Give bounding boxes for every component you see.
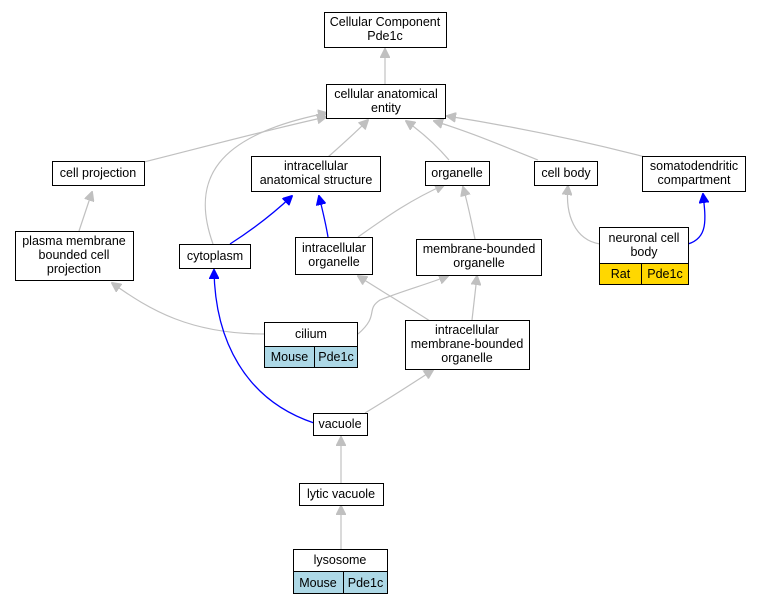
node-label-line: Cellular Component xyxy=(330,15,441,29)
edge-ncb-partof-somato xyxy=(687,194,705,245)
edge-cellproj-to-cae xyxy=(139,117,326,164)
node-vacuole[interactable]: vacuole xyxy=(313,413,368,436)
edge-organelle-to-cae xyxy=(406,121,450,161)
node-label-line: cytoplasm xyxy=(187,249,243,263)
edge-vacuole-partof-cytoplasm xyxy=(214,270,315,424)
node-intracellular-organelle[interactable]: intracellular organelle xyxy=(295,237,373,275)
node-lysosome[interactable]: lysosome Mouse Pde1c xyxy=(293,549,388,594)
node-cilium[interactable]: cilium Mouse Pde1c xyxy=(264,322,358,368)
gene-label: Pde1c xyxy=(647,267,682,281)
node-label-line: organelle xyxy=(431,166,482,180)
node-label-line: cellular anatomical xyxy=(334,87,438,101)
node-label-line: anatomical structure xyxy=(260,173,373,187)
edge-somato-to-cae xyxy=(447,116,646,158)
node-somatodendritic-compartment[interactable]: somatodendritic compartment xyxy=(642,156,746,192)
node-label-line: compartment xyxy=(658,173,731,187)
node-intracellular-membrane-bounded-organelle[interactable]: intracellular membrane-bounded organelle xyxy=(405,320,530,370)
species-label: Rat xyxy=(611,267,631,281)
edge-cilium-to-pmbcp xyxy=(112,283,266,335)
gene-label: Pde1c xyxy=(318,350,353,364)
node-lytic-vacuole[interactable]: lytic vacuole xyxy=(299,483,384,506)
node-label-line: intracellular xyxy=(435,323,499,337)
node-label-line: plasma membrane xyxy=(22,234,126,248)
edge-intraorg-to-organelle xyxy=(357,185,444,238)
node-label-line: organelle xyxy=(308,255,359,269)
edge-intraorg-partof-ias xyxy=(319,196,329,238)
edge-mbo-to-organelle xyxy=(463,187,476,240)
species-label: Mouse xyxy=(299,576,337,590)
node-label-line: organelle xyxy=(453,256,504,270)
node-label-line: cell projection xyxy=(60,166,136,180)
node-label-line: somatodendritic xyxy=(650,159,738,173)
node-organelle[interactable]: organelle xyxy=(425,161,490,186)
edge-cellbody-to-cae xyxy=(434,121,539,161)
node-membrane-bounded-organelle[interactable]: membrane-bounded organelle xyxy=(416,239,542,276)
node-label-line: intracellular xyxy=(284,159,348,173)
nodes: Cellular Component Pde1c cellular anatom… xyxy=(15,12,746,594)
node-cellular-component[interactable]: Cellular Component Pde1c xyxy=(324,12,447,48)
edge-ias-to-cae xyxy=(327,120,368,158)
gene-cell xyxy=(641,263,689,285)
edge-ncb-to-cellbody xyxy=(567,186,601,245)
node-cell-projection[interactable]: cell projection xyxy=(52,161,145,186)
node-label-line: bounded cell xyxy=(39,248,110,262)
node-cellular-anatomical-entity[interactable]: cellular anatomical entity xyxy=(326,84,446,119)
node-intracellular-anatomical-structure[interactable]: intracellular anatomical structure xyxy=(251,156,381,192)
edge-cilium-to-mbo xyxy=(357,276,448,335)
node-label-line: body xyxy=(630,245,658,259)
node-label-line: membrane-bounded xyxy=(423,242,536,256)
node-neuronal-cell-body[interactable]: neuronal cell body Rat Pde1c xyxy=(599,227,689,285)
edge-cytoplasm-partof-ias xyxy=(229,196,292,245)
node-label-line: cell body xyxy=(541,166,591,180)
edge-cytoplasm-to-cae xyxy=(204,113,327,245)
edge-vacuole-to-imbo xyxy=(364,370,433,414)
species-label: Mouse xyxy=(271,350,309,364)
gene-cell xyxy=(314,346,358,368)
node-label-line: intracellular xyxy=(302,241,366,255)
gene-cell xyxy=(343,571,388,594)
node-cell-body[interactable]: cell body xyxy=(534,161,598,186)
node-label-line: Pde1c xyxy=(367,29,402,43)
node-cytoplasm[interactable]: cytoplasm xyxy=(179,244,251,269)
edges xyxy=(78,49,705,549)
node-label-line: lysosome xyxy=(314,553,367,567)
node-label-line: cilium xyxy=(295,327,327,341)
node-label-line: membrane-bounded xyxy=(411,337,524,351)
node-plasma-membrane-bounded-cell-projection[interactable]: plasma membrane bounded cell projection xyxy=(15,231,134,281)
edge-pmbcp-to-cellproj xyxy=(78,192,92,232)
node-label-line: organelle xyxy=(441,351,492,365)
node-label-line: entity xyxy=(371,101,402,115)
node-label-line: projection xyxy=(47,262,101,276)
node-label-line: vacuole xyxy=(318,417,361,431)
edge-imbo-to-mbo xyxy=(472,276,477,321)
edge-imbo-to-intraorg xyxy=(358,276,431,322)
node-label-line: lytic vacuole xyxy=(307,487,375,501)
gene-label: Pde1c xyxy=(348,576,383,590)
node-label-line: neuronal cell xyxy=(609,231,680,245)
